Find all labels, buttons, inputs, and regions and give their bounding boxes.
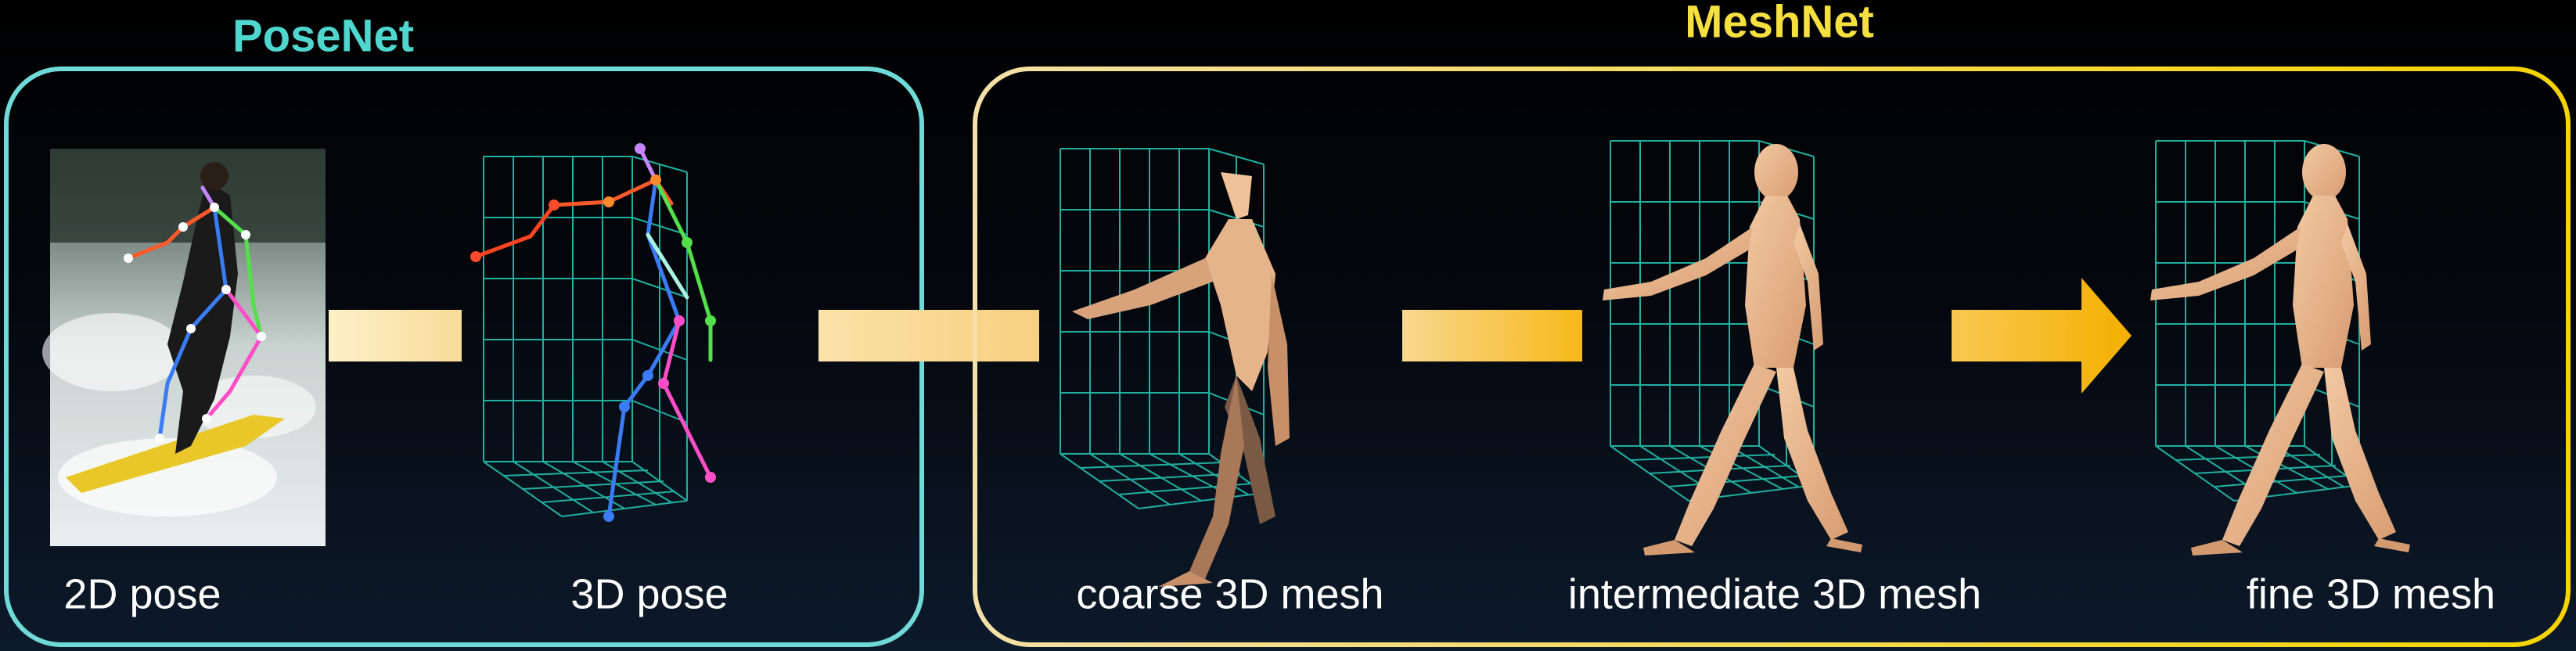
meshnet-panel-border <box>973 67 2571 647</box>
mesh-figure-fine <box>2150 140 2410 556</box>
surfer-photo <box>42 149 326 546</box>
posenet-title: PoseNet <box>232 10 414 61</box>
caption-2d-pose: 2D pose <box>63 570 221 617</box>
caption-coarse-mesh: coarse 3D mesh <box>1076 570 1383 617</box>
meshnet-title: MeshNet <box>1685 0 1874 47</box>
arrow-right-icon <box>1952 278 2132 394</box>
caption-3d-pose: 3D pose <box>570 570 728 617</box>
caption-fine-mesh: fine 3D mesh <box>2247 570 2495 617</box>
arrow-right-icon <box>818 310 1039 361</box>
skeleton-3d <box>470 143 716 522</box>
mesh-figure-coarse <box>1060 148 1290 587</box>
arrow-right-icon <box>329 310 462 361</box>
arrow-right-icon <box>1402 310 1582 361</box>
caption-intermediate-mesh: intermediate 3D mesh <box>1568 570 1981 617</box>
mesh-figure-intermediate <box>1603 140 1862 556</box>
